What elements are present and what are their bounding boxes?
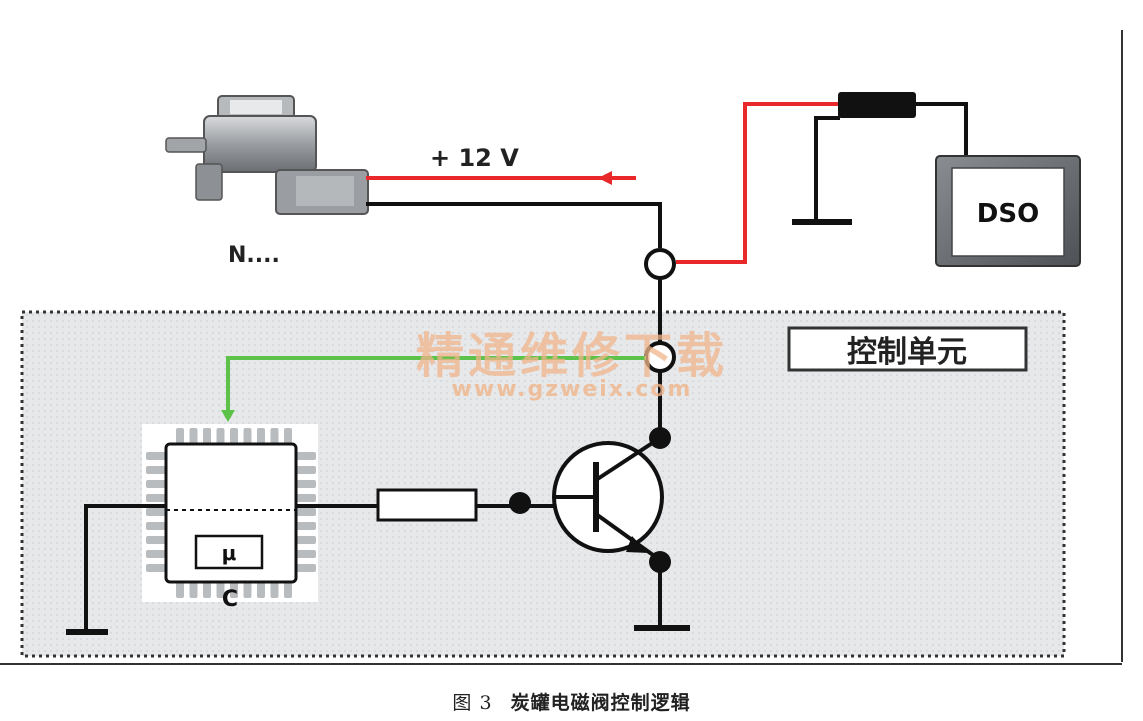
chip-pin <box>284 582 292 598</box>
chip-pin <box>146 508 166 516</box>
figure-number: 图 3 <box>452 692 493 714</box>
chip-pin <box>296 522 316 530</box>
figure-caption: 图 3 炭罐电磁阀控制逻辑 <box>0 688 1143 715</box>
chip-pin <box>296 550 316 558</box>
chip-pin <box>176 428 184 444</box>
arrow-down-icon <box>221 410 235 422</box>
control-unit-label-box <box>787 326 1028 372</box>
mu-label: μ <box>222 541 237 565</box>
watermark-line1: 精通维修下载 <box>416 328 728 384</box>
node-base <box>509 492 531 514</box>
chip-pin <box>230 428 238 444</box>
chip-pin <box>257 428 265 444</box>
chip-pin <box>146 536 166 544</box>
chip-pin <box>216 582 225 598</box>
chip-pin <box>243 582 252 598</box>
dso-label: DSO <box>977 199 1039 229</box>
chip-pin <box>296 508 316 516</box>
wire-dso-probe <box>676 102 840 264</box>
chip-pin <box>284 428 292 444</box>
chip-pin <box>146 550 166 558</box>
chip-pin <box>203 428 211 444</box>
chip-pin <box>296 480 316 488</box>
chip-pin <box>189 428 198 444</box>
chip-pin <box>146 494 166 502</box>
chip-pin <box>146 466 166 474</box>
microcontroller-chip <box>142 424 318 602</box>
wire-probe-dso <box>916 102 968 158</box>
chip-pin <box>296 564 316 572</box>
terminal-upper <box>644 248 676 280</box>
chip-pin <box>296 466 316 474</box>
chip-pin <box>270 428 279 444</box>
chip-pin <box>243 428 252 444</box>
dso-device-icon <box>935 155 1081 267</box>
wire-probe-ground <box>814 116 840 222</box>
chip-pin <box>146 522 166 530</box>
chip-pin <box>146 480 166 488</box>
node-collector <box>649 427 671 449</box>
solenoid-valve-icon <box>165 95 369 215</box>
chip-pin <box>216 428 225 444</box>
transistor-icon <box>552 436 664 562</box>
voltage-label: + 12 V <box>430 144 519 172</box>
chip-pin <box>230 582 238 598</box>
chip-pin <box>270 582 279 598</box>
chip-pin <box>296 536 316 544</box>
wire-feedback <box>226 356 646 412</box>
control-unit-label: 控制单元 <box>847 335 967 370</box>
chip-pin <box>257 582 265 598</box>
chip-pin <box>176 582 184 598</box>
c-label: C <box>222 587 238 612</box>
wire-chip-ground <box>84 504 166 630</box>
chip-pin <box>296 452 316 460</box>
chip-pin <box>296 494 316 502</box>
arrow-left-icon <box>598 171 634 185</box>
figure-title: 炭罐电磁阀控制逻辑 <box>510 692 691 714</box>
chip-pin <box>146 452 166 460</box>
probe-icon <box>838 92 916 118</box>
wire-control <box>366 202 662 248</box>
chip-pin <box>146 564 166 572</box>
chip-pin <box>203 582 211 598</box>
chip-pin <box>189 582 198 598</box>
resistor-icon <box>376 488 478 522</box>
valve-label: N.... <box>228 243 280 268</box>
watermark-line2: www.gzweix.com <box>452 377 693 402</box>
